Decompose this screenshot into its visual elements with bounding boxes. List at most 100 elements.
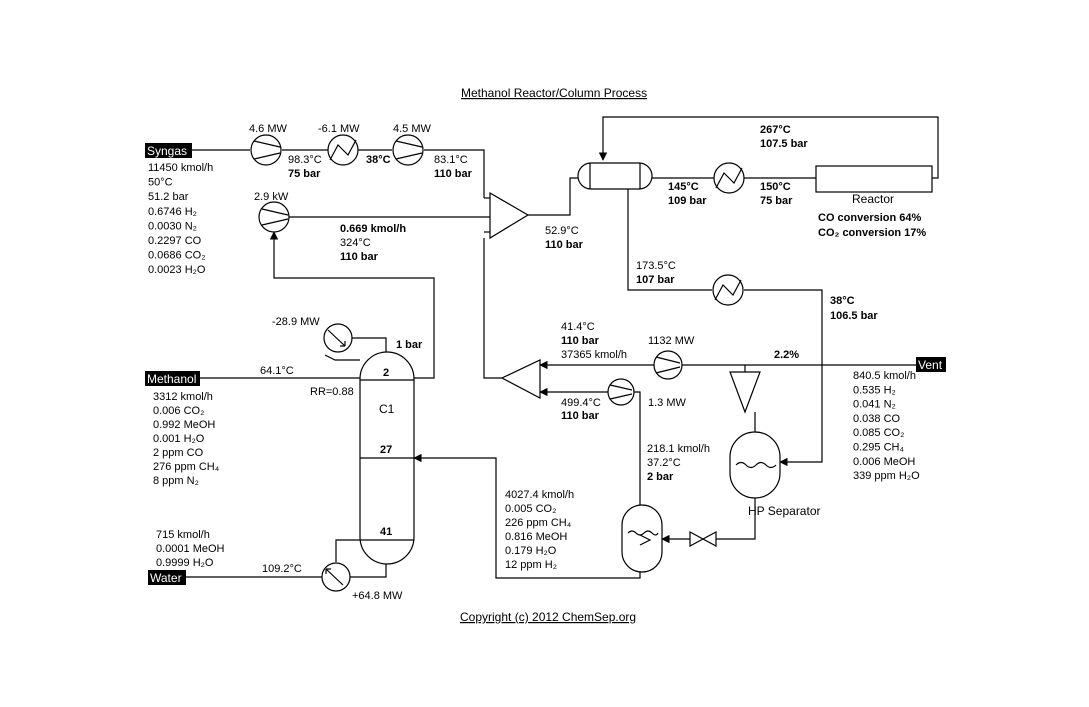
stream-flash-overhead <box>634 391 641 505</box>
composition-line: 0.001 H₂O <box>153 433 205 445</box>
stream-mixer-out <box>528 177 578 216</box>
reactor <box>815 165 933 193</box>
methanol-line-flow: 0.669 kmol/h <box>340 223 406 235</box>
flash-pres: 2 bar <box>647 471 674 483</box>
effluent-pres: 107 bar <box>636 274 675 286</box>
stream-reboiler-return <box>335 539 360 562</box>
purge-fraction: 2.2% <box>774 349 799 361</box>
stream-condenser-return <box>324 354 360 361</box>
water-composition: 715 kmol/h 0.0001 MeOH 0.9999 H₂O <box>156 529 225 569</box>
purge-splitter <box>729 371 761 414</box>
s3-pres: 110 bar <box>434 168 473 180</box>
hp-separator-label: HP Separator <box>748 504 821 518</box>
compressor-2 <box>392 134 424 166</box>
column-feed-temp: 64.1°C <box>260 365 294 377</box>
composition-line: 0.006 CO₂ <box>153 405 204 417</box>
composition-line: 0.9999 H₂O <box>156 557 214 569</box>
stream-reboiler-loop <box>350 560 387 578</box>
reactor-in-pres: 75 bar <box>760 195 793 207</box>
stage-mid: 27 <box>380 444 392 456</box>
hx-out-temp: 145°C <box>668 181 699 193</box>
composition-line: 0.038 CO <box>853 413 901 425</box>
condenser-duty: -28.9 MW <box>272 316 320 328</box>
reactor-label: Reactor <box>852 192 894 206</box>
composition-line: 0.0001 MeOH <box>156 543 225 555</box>
syngas-label: Syngas <box>147 144 187 158</box>
composition-line: 12 ppm H₂ <box>505 559 557 571</box>
recycle-gas-temp: 41.4°C <box>561 321 595 333</box>
flash-vapor-temp: 499.4°C <box>561 397 601 409</box>
compressor-1 <box>250 134 282 166</box>
comp1-duty: 4.6 MW <box>249 123 288 135</box>
feed-effluent-exchanger <box>577 162 653 190</box>
syngas-label-box <box>145 143 192 158</box>
diagram-title: Methanol Reactor/Column Process <box>461 86 647 100</box>
stage-top: 2 <box>383 367 389 379</box>
recycle-temp: 267°C <box>760 124 791 136</box>
recycle-compressor <box>653 350 683 380</box>
comp2-duty: 4.5 MW <box>393 123 432 135</box>
methanol-line-pres: 110 bar <box>340 251 379 263</box>
stage-bot: 41 <box>380 526 392 538</box>
reboiler <box>321 562 351 592</box>
recycle-gas-pres: 110 bar <box>561 335 600 347</box>
composition-line: 0.041 N₂ <box>853 399 896 411</box>
stream-lines <box>186 116 939 579</box>
composition-line: 0.005 CO₂ <box>505 503 556 515</box>
composition-line: 0.535 H₂ <box>853 384 896 396</box>
column-top-pres: 1 bar <box>396 339 423 351</box>
stream-s3 <box>424 149 485 198</box>
mixer-out-pres: 110 bar <box>545 239 584 251</box>
recycle-gas-flow: 37365 kmol/h <box>561 349 627 361</box>
stream-column-feed <box>413 453 641 579</box>
methanol-label-box <box>145 371 200 386</box>
composition-line: 840.5 kmol/h <box>853 370 916 382</box>
condenser <box>323 323 353 353</box>
reflux-ratio: RR=0.88 <box>310 386 354 398</box>
stream-condenser-loop <box>352 337 387 356</box>
composition-line: 0.0023 H₂O <box>148 264 206 276</box>
methanol-line-temp: 324°C <box>340 237 371 249</box>
mixer <box>489 191 530 240</box>
stream-recycle-to-mixer <box>483 238 502 379</box>
vent-composition: 840.5 kmol/h0.535 H₂0.041 N₂0.038 CO0.08… <box>853 370 920 482</box>
cooled-temp: 38°C <box>830 295 855 307</box>
pump-duty: 2.9 kW <box>254 191 289 203</box>
composition-line: 0.179 H₂O <box>505 545 557 557</box>
flash-vapor-pres: 110 bar <box>561 410 600 422</box>
recycle-mixer <box>500 359 541 399</box>
flash-pump <box>607 378 635 406</box>
recycle-comp-duty: 1132 MW <box>648 335 695 347</box>
cooled-pres: 106.5 bar <box>830 310 878 322</box>
flash-drum <box>621 504 663 573</box>
reactor-in-temp: 150°C <box>760 181 791 193</box>
stream-reactor-effluent <box>598 116 939 179</box>
water-label-box <box>148 570 186 585</box>
composition-line: 339 ppm H₂O <box>853 470 920 482</box>
composition-line: 0.0030 N₂ <box>148 220 197 232</box>
reboiler-duty: +64.8 MW <box>352 590 403 602</box>
letdown-valve <box>689 530 717 548</box>
effluent-temp: 173.5°C <box>636 260 676 272</box>
composition-line: 3312 kmol/h <box>153 391 213 403</box>
composition-line: 0.6746 H₂ <box>148 206 197 218</box>
hp-separator <box>729 431 781 499</box>
column-c1 <box>359 351 415 565</box>
stream-separator-liquid <box>716 498 756 540</box>
composition-line: 0.992 MeOH <box>153 419 215 431</box>
composition-line: 715 kmol/h <box>156 529 210 541</box>
mixer-out-temp: 52.9°C <box>545 225 579 237</box>
vent-label: Vent <box>918 358 943 372</box>
co-conversion: CO conversion 64% <box>818 212 922 224</box>
hx-out-pres: 109 bar <box>668 195 707 207</box>
water-label: Water <box>150 571 182 585</box>
s1-temp: 98.3°C <box>288 154 322 166</box>
flash-pump-duty: 1.3 MW <box>648 397 687 409</box>
composition-line: 51.2 bar <box>148 191 189 203</box>
recycle-pres: 107.5 bar <box>760 138 808 150</box>
stream-column-top-to-pump <box>269 231 435 379</box>
composition-line: 0.816 MeOH <box>505 531 567 543</box>
